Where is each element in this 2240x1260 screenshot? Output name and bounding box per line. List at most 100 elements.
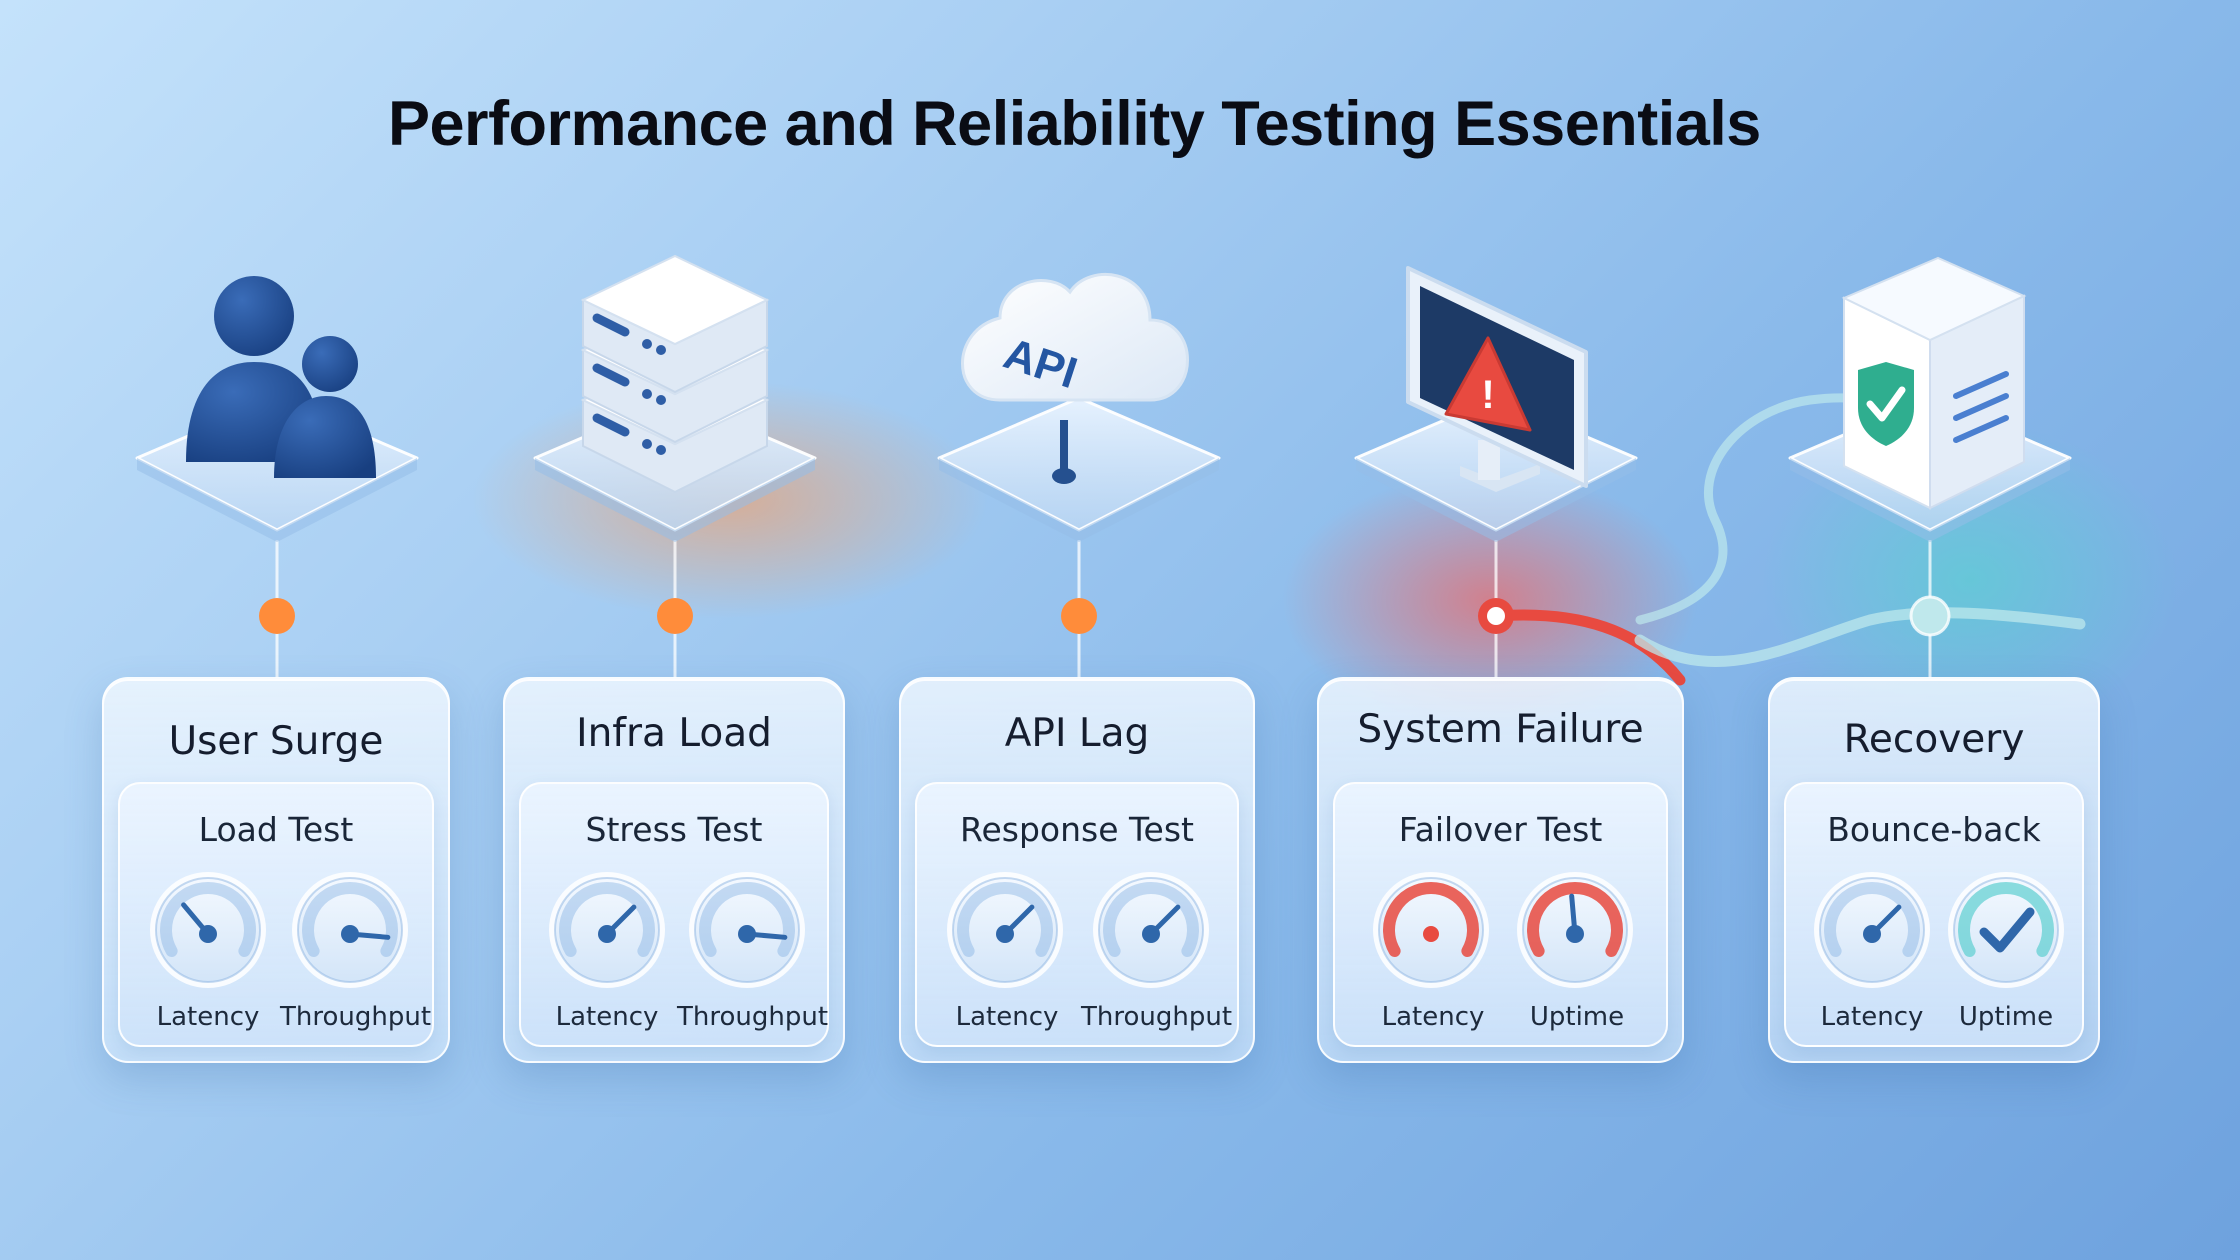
stage-title: Recovery — [1843, 717, 2025, 762]
failure-line — [1489, 609, 1686, 686]
alert-monitor-icon: ! — [1406, 266, 1588, 492]
gauge-arc — [1383, 882, 1479, 957]
stage-card-system-failure: System Failure Failover Test Latency Upt… — [1317, 677, 1684, 1063]
latency-gauge — [1814, 872, 1930, 988]
throughput-gauge — [292, 872, 408, 988]
gauge-label: Uptime — [1958, 1002, 2054, 1032]
platform-top — [937, 396, 1221, 532]
gauge-arc — [957, 882, 1053, 957]
uptime-gauge — [1948, 872, 2064, 988]
throughput-gauge — [1093, 872, 1209, 988]
gauge-label: Throughput — [1081, 1002, 1233, 1032]
timeline-node-center — [1487, 607, 1505, 625]
latency-gauge — [1373, 872, 1489, 988]
test-panel: Response Test Latency Throughput — [915, 782, 1239, 1047]
gauge-arc — [699, 882, 795, 957]
stage-card-recovery: Recovery Bounce-back Latency Uptime — [1768, 677, 2100, 1063]
server-led — [656, 395, 666, 405]
test-name: Bounce-back — [1827, 810, 2041, 849]
server-slot — [592, 313, 630, 337]
latency-gauge — [549, 872, 665, 988]
latency-gauge — [150, 872, 266, 988]
alert-triangle — [1444, 336, 1532, 432]
stage-card-api-lag: API Lag Response Test Latency Throughput — [899, 677, 1255, 1063]
server-led — [642, 339, 652, 349]
timeline-node — [1061, 598, 1097, 634]
stage-title: API Lag — [1004, 711, 1150, 756]
gauge-label: Latency — [955, 1002, 1059, 1032]
gauge-label: Latency — [156, 1002, 260, 1032]
gauge-hub — [199, 925, 217, 943]
test-panel: Bounce-back Latency Uptime — [1784, 782, 2084, 1047]
server-led — [656, 445, 666, 455]
gauge-arc — [1103, 882, 1199, 957]
stage-title: System Failure — [1357, 707, 1644, 752]
server-led — [656, 345, 666, 355]
users-icon — [186, 276, 376, 478]
timeline-node — [1909, 595, 1951, 637]
stage-card-user-surge: User Surge Load Test Latency Throughput — [102, 677, 450, 1063]
server-line — [1953, 371, 2009, 399]
test-panel: Stress Test Latency Throughput — [519, 782, 829, 1047]
gauge-hub — [996, 925, 1014, 943]
gauge-arc — [1527, 882, 1623, 957]
latency-gauge — [947, 872, 1063, 988]
monitor-base — [1460, 464, 1540, 492]
server-line — [1953, 415, 2009, 443]
monitor-stand — [1478, 440, 1500, 480]
gauge-hub — [1566, 925, 1584, 943]
gauge-hub — [1863, 925, 1881, 943]
test-name: Response Test — [960, 810, 1194, 849]
check-mark — [1866, 386, 1906, 422]
alert-mark: ! — [1481, 373, 1494, 417]
server-top — [580, 254, 770, 346]
timeline-node — [259, 598, 295, 634]
user-head-small — [302, 336, 358, 392]
test-panel: Load Test Latency Throughput — [118, 782, 434, 1047]
stage-title: Infra Load — [576, 711, 772, 756]
gauge-label: Throughput — [677, 1002, 829, 1032]
user-head-large — [214, 276, 294, 356]
gauge-hub — [738, 925, 756, 943]
server-led — [642, 389, 652, 399]
server-slot — [592, 363, 630, 387]
gauge-arc — [1958, 882, 2054, 957]
throughput-gauge — [689, 872, 805, 988]
server-lid — [1841, 256, 2027, 342]
test-name: Stress Test — [585, 810, 763, 849]
shield-shape — [1858, 362, 1914, 446]
cloud-shape — [961, 272, 1189, 402]
test-panel: Failover Test Latency Uptime — [1333, 782, 1668, 1047]
gauge-label: Latency — [555, 1002, 659, 1032]
server-line — [1953, 393, 2009, 421]
gauge-check — [1979, 907, 2035, 953]
gauge-arc — [559, 882, 655, 957]
icon-platform — [937, 396, 1221, 542]
gauge-arc — [302, 882, 398, 957]
test-name: Load Test — [198, 810, 354, 849]
stage-card-infra-load: Infra Load Stress Test Latency Throughpu… — [503, 677, 845, 1063]
gauge-label: Uptime — [1529, 1002, 1625, 1032]
api-cloud-icon: API — [961, 272, 1189, 484]
gauge-label: Latency — [1820, 1002, 1924, 1032]
gauge-hub — [598, 925, 616, 943]
test-name: Failover Test — [1398, 810, 1603, 849]
recovery-loop-line — [1635, 393, 1885, 625]
server-stack-icon — [580, 254, 770, 494]
page-title: Performance and Reliability Testing Esse… — [388, 89, 1761, 159]
gauge-arc — [160, 882, 256, 957]
timeline-node — [657, 598, 693, 634]
gauge-hub — [1423, 926, 1439, 942]
gauge-arc — [1824, 882, 1920, 957]
gauge-hub — [341, 925, 359, 943]
gauge-label: Throughput — [280, 1002, 432, 1032]
stage-title: User Surge — [168, 719, 384, 764]
server-led — [642, 439, 652, 449]
user-body-small — [274, 396, 376, 478]
gauge-label: Latency — [1381, 1002, 1485, 1032]
uptime-gauge — [1517, 872, 1633, 988]
recovery-line — [1634, 607, 2086, 667]
cloud-pole-base — [1052, 468, 1076, 484]
server-slot — [592, 413, 630, 437]
